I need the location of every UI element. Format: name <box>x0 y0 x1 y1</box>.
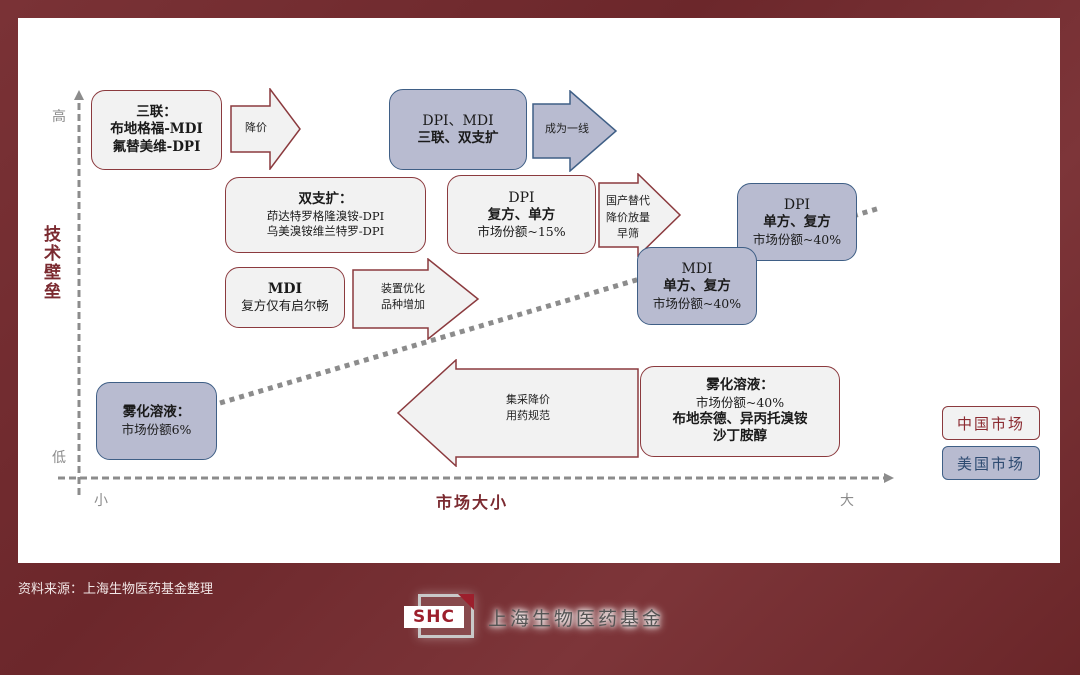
box-us-nebulizer: 雾化溶液： 市场份额6% <box>96 382 217 460</box>
y-low-tick: 低 <box>52 450 66 466</box>
source-note: 资料来源：上海生物医药基金整理 <box>18 582 214 597</box>
logo-mark: SHC <box>404 606 464 628</box>
box-cn-dpi: DPI 复方、单方 市场份额~15% <box>447 175 596 254</box>
box-cn-mdi: MDI 复方仅有启尔畅 <box>225 267 345 328</box>
arrow-device-optimization: 装置优化 品种增加 <box>352 258 480 340</box>
box-cn-triple-therapy: 三联： 布地格福-MDI 氟替美维-DPI <box>91 90 222 170</box>
x-small-tick: 小 <box>94 493 108 509</box>
box-us-mdi: MDI 单方、复方 市场份额~40% <box>637 247 757 325</box>
legend-china-market: 中国市场 <box>942 406 1040 440</box>
brand-logo: SHC 上海生物医药基金 <box>404 592 684 642</box>
arrow-domestic-substitution: 国产替代 降价放量 早筛 <box>598 173 682 257</box>
arrow-price-cut: 降价 <box>230 88 302 170</box>
y-axis-title: 技术壁垒 <box>40 225 60 301</box>
box-us-dpi-mdi: DPI、MDI 三联、双支扩 <box>389 89 527 170</box>
y-high-tick: 高 <box>52 109 66 125</box>
logo-text: 上海生物医药基金 <box>488 608 665 630</box>
box-cn-nebulizer: 雾化溶液： 市场份额~40% 布地奈德、异丙托溴铵 沙丁胺醇 <box>640 366 840 457</box>
arrow-first-line: 成为一线 <box>532 90 618 172</box>
box-us-dpi: DPI 单方、复方 市场份额~40% <box>737 183 857 261</box>
x-axis-title: 市场大小 <box>436 493 509 512</box>
arrow-volume-based-procurement: 集采降价 用药规范 <box>396 359 640 467</box>
x-large-tick: 大 <box>840 493 854 509</box>
legend-us-market: 美国市场 <box>942 446 1040 480</box>
box-cn-dual-bronchodilator: 双支扩： 茚达特罗格隆溴铵-DPI 乌美溴铵维兰特罗-DPI <box>225 177 426 253</box>
